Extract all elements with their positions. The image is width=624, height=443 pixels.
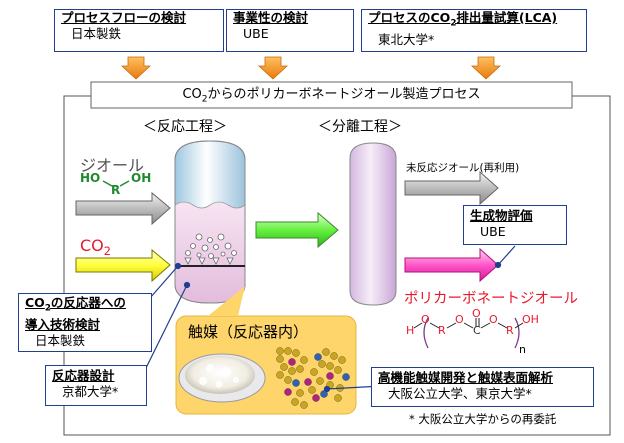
product-eval-box: 生成物評価 UBE — [463, 205, 567, 245]
catalyst-callout-tail — [208, 286, 245, 316]
catalyst-dev-box: 高機能触媒開発と触媒表面解析 大阪公立大学、東京大学* — [371, 367, 594, 407]
co2-input-arrow — [75, 248, 171, 283]
lca-title-pre: プロセスのCO — [368, 10, 451, 25]
reactor-design-org: 京都大学* — [62, 384, 119, 399]
connector-lines — [144, 245, 516, 393]
unreacted-diol-label: 未反応ジオール(再利用) — [406, 162, 520, 174]
poly-o1: O — [421, 313, 430, 326]
process-title-bar — [90, 81, 573, 109]
poly-o3: O — [472, 307, 481, 320]
separator-vessel — [349, 142, 397, 306]
poly-h: H — [406, 324, 415, 337]
process-flow-title: プロセスフローの検討 — [61, 10, 187, 25]
poly-o4: O — [489, 313, 498, 326]
business-box: 事業性の検討 UBE — [226, 9, 354, 52]
co2-reactor-org: 日本製鉄 — [35, 332, 86, 348]
co2-reactor-title-pre: CO — [25, 295, 45, 310]
lca-title-post: 排出量試算(LCA) — [456, 10, 558, 25]
co2-reactor-title-2: 導入技術検討 — [25, 316, 101, 332]
product-eval-org: UBE — [480, 224, 506, 239]
diol-formula-oh: OH — [131, 171, 152, 185]
unreacted-output-arrow — [404, 170, 499, 206]
process-title-pre: CO — [182, 87, 202, 102]
process-flow-org: 日本製鉄 — [71, 26, 122, 41]
lca-title: プロセスのCO2排出量試算(LCA) — [362, 10, 586, 32]
co2-label-main: CO — [80, 236, 104, 255]
catalyst-dev-org: 大阪公立大学、東京大学* — [388, 386, 532, 401]
poly-c: C — [473, 324, 481, 337]
business-title: 事業性の検討 — [233, 10, 309, 25]
product-eval-title: 生成物評価 — [470, 208, 533, 223]
product-label: ポリカーボネートジオール — [404, 291, 578, 307]
down-arrow-2 — [257, 56, 289, 80]
poly-r1: R — [438, 324, 446, 337]
diol-label: ジオール — [80, 156, 145, 175]
catalyst-atom-cluster — [276, 347, 350, 409]
catalyst-dev-title: 高機能触媒開発と触媒表面解析 — [378, 370, 554, 385]
reactor-design-box: 反応器設計 京都大学* — [45, 365, 147, 406]
process-title-post: からのポリカーボネートジオール製造プロセス — [207, 87, 481, 102]
reactor-design-title: 反応器設計 — [52, 368, 115, 383]
co2-input-label: CO2 — [80, 236, 111, 258]
reactor-vessel — [174, 140, 246, 304]
footnote: * 大阪公立大学からの再委託 — [409, 412, 557, 426]
diol-input-arrow — [75, 191, 171, 226]
process-title-sub: 2 — [201, 94, 208, 105]
process-title: CO2からのポリカーボネートジオール製造プロセス — [91, 86, 572, 109]
co2-reactor-title-sub: 2 — [44, 303, 51, 314]
co2-reactor-box: CO2の反応器への 導入技術検討 日本製鉄 — [18, 293, 152, 352]
lca-title-sub: 2 — [450, 18, 457, 29]
poly-r2: R — [506, 324, 514, 337]
lca-org: 東北大学* — [378, 31, 435, 47]
down-arrow-1 — [120, 56, 152, 80]
process-flow-box: プロセスフローの検討 日本製鉄 — [54, 9, 224, 52]
catalyst-title: 触媒（反応器内） — [188, 323, 309, 341]
co2-reactor-title-1: CO2の反応器への — [19, 294, 151, 317]
poly-o2: O — [455, 313, 464, 326]
diol-structure — [102, 180, 130, 187]
product-output-arrow — [404, 247, 499, 283]
poly-oh: OH — [522, 313, 539, 326]
polycarbonate-diol-structure — [413, 317, 524, 349]
poly-n: n — [519, 343, 526, 356]
co2-reactor-title-mid: の反応器への — [50, 295, 126, 310]
diol-formula-r: R — [111, 183, 121, 197]
diol-formula-ho: HO — [80, 171, 101, 185]
reaction-stage-label: ＜反応工程＞ — [143, 119, 227, 135]
transfer-arrow — [255, 211, 339, 249]
business-org: UBE — [243, 26, 269, 41]
co2-label-sub: 2 — [103, 245, 111, 259]
down-arrow-3 — [470, 56, 502, 80]
catalyst-powder-image — [178, 353, 266, 403]
lca-box: プロセスのCO2排出量試算(LCA) 東北大学* — [361, 9, 587, 52]
separation-stage-label: ＜分離工程＞ — [318, 119, 402, 135]
